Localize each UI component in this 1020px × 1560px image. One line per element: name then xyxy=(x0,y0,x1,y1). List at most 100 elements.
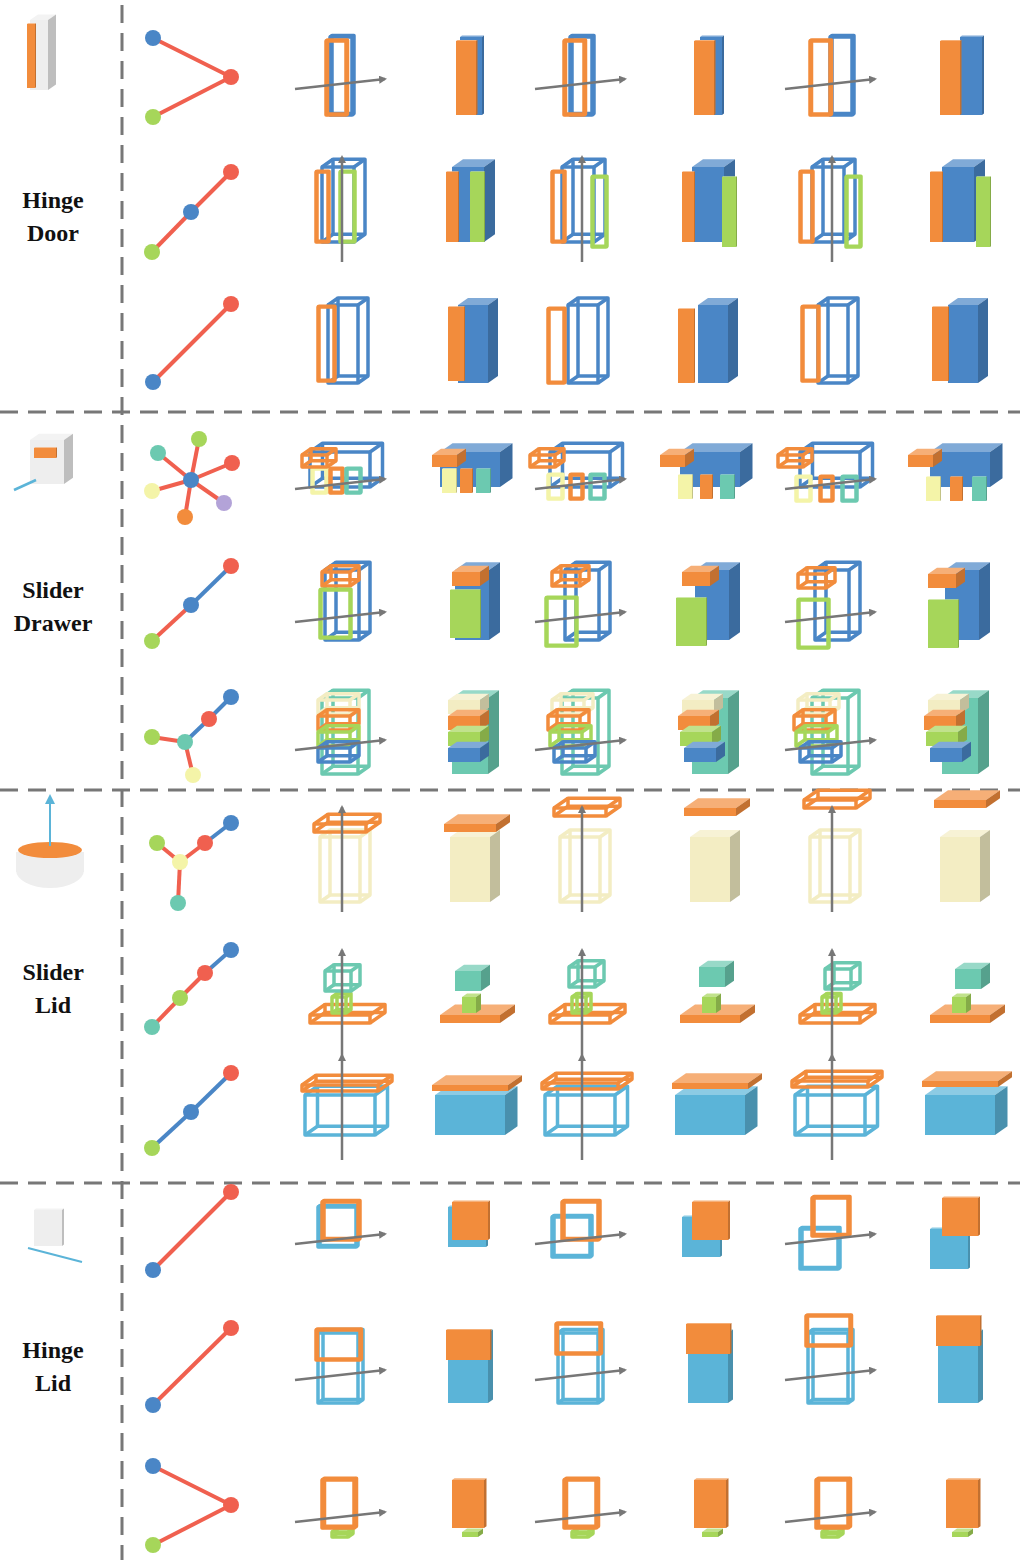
wire-box xyxy=(800,171,813,242)
wire-box xyxy=(806,1315,852,1346)
wire-box xyxy=(322,1480,354,1528)
mesh-object xyxy=(452,1478,487,1537)
wire-box xyxy=(825,969,851,989)
solid-face xyxy=(936,1315,982,1316)
solid-face xyxy=(698,305,728,383)
solid-face xyxy=(976,177,990,247)
joint-axis xyxy=(341,1055,344,1160)
solid-face xyxy=(455,971,481,991)
wire-box xyxy=(846,177,860,247)
wire-box xyxy=(794,716,826,730)
wire-box xyxy=(562,1201,600,1240)
graph-joint xyxy=(170,895,186,911)
wireframe-object xyxy=(785,1197,875,1269)
joint-axis xyxy=(341,157,344,262)
solid-face xyxy=(926,477,940,501)
wire-box xyxy=(552,171,565,242)
wire-box xyxy=(320,590,350,638)
wire-box xyxy=(316,171,329,242)
wire-box xyxy=(808,1330,853,1404)
wireframe-object xyxy=(785,1478,875,1537)
wire-box xyxy=(569,961,604,987)
solid-face xyxy=(990,176,991,247)
solid-face xyxy=(694,40,716,41)
mesh-object xyxy=(682,1201,730,1257)
wireframe-object xyxy=(535,1323,625,1403)
wire-box xyxy=(556,1324,600,1354)
wire-box xyxy=(322,1201,360,1240)
mesh-object xyxy=(432,443,513,493)
solid-face xyxy=(692,167,724,242)
solid-face xyxy=(922,1071,1012,1081)
joint-axis xyxy=(295,612,385,622)
wire-box xyxy=(590,475,604,499)
wire-box xyxy=(816,1480,848,1528)
solid-face xyxy=(934,800,986,808)
joint-axis xyxy=(785,1234,875,1244)
graph-joint xyxy=(183,472,199,488)
joint-axis xyxy=(581,950,584,1055)
wireframe-object xyxy=(542,1055,632,1160)
solid-face xyxy=(460,469,472,493)
graph-joint xyxy=(144,483,160,499)
mesh-object xyxy=(686,1323,733,1403)
wire-box xyxy=(816,1478,851,1528)
solid-face xyxy=(972,477,986,501)
mesh-object xyxy=(694,1478,729,1537)
solid-face xyxy=(960,40,962,115)
wire-box xyxy=(330,468,343,493)
wire-box xyxy=(573,159,605,234)
wire-box xyxy=(545,1086,628,1135)
solid-face xyxy=(730,1323,732,1354)
joint-axis xyxy=(28,1248,82,1262)
graph-joint xyxy=(145,1458,161,1474)
solid-face xyxy=(472,468,473,493)
wireframe-object xyxy=(802,298,858,383)
solid-face xyxy=(722,177,736,247)
wire-box xyxy=(322,572,350,586)
solid-face xyxy=(488,1201,490,1240)
wire-box xyxy=(550,732,582,746)
graph-joint xyxy=(144,244,160,260)
solid-face xyxy=(476,469,490,493)
solid-face xyxy=(952,997,966,1013)
solid-face xyxy=(712,474,713,499)
wire-box xyxy=(338,298,368,376)
wireframe-object xyxy=(302,1055,392,1160)
wire-box xyxy=(326,41,346,115)
solid-face xyxy=(716,994,721,1014)
mesh-object xyxy=(672,1073,762,1135)
wire-box xyxy=(562,167,594,242)
mesh-object xyxy=(922,1071,1012,1135)
joint-axis xyxy=(785,79,875,89)
wire-box xyxy=(564,1478,599,1528)
wire-box xyxy=(810,41,830,115)
graph-joint xyxy=(172,990,188,1006)
solid-face xyxy=(930,748,962,762)
wire-box xyxy=(542,1073,632,1089)
solid-face xyxy=(716,742,725,762)
solid-face xyxy=(675,1095,745,1135)
mesh-object xyxy=(930,963,1005,1023)
wire-box xyxy=(825,963,860,989)
solid-face xyxy=(457,449,466,467)
solid-face xyxy=(702,1532,718,1537)
wire-box xyxy=(564,41,584,115)
solid-face xyxy=(62,1209,64,1246)
solid-face xyxy=(940,40,962,41)
solid-face xyxy=(694,171,695,242)
wire-box xyxy=(346,468,361,493)
wire-box xyxy=(312,469,326,493)
solid-face xyxy=(710,566,719,586)
joint-axis xyxy=(295,1234,385,1244)
solid-face xyxy=(686,1324,730,1354)
wire-box xyxy=(826,562,860,632)
wire-box xyxy=(302,1075,392,1091)
solid-face xyxy=(444,824,496,832)
mesh-object xyxy=(450,562,500,640)
wire-box xyxy=(795,1086,878,1135)
wire-box xyxy=(590,474,605,499)
wire-box xyxy=(804,790,870,808)
solid-face xyxy=(484,171,485,242)
wire-box xyxy=(562,159,605,242)
